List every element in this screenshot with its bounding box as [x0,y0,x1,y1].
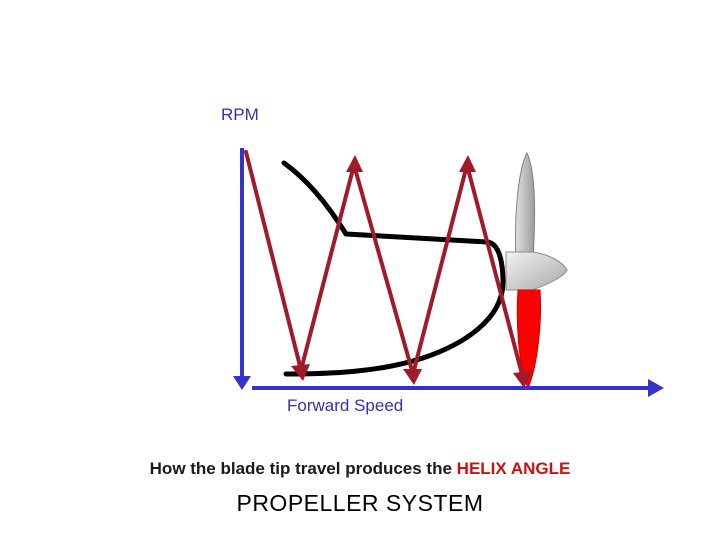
helix-segment-2 [299,163,356,372]
helix-arrowheads [291,155,532,388]
helix-segment-3 [352,163,415,376]
blade-path-curve [281,160,506,377]
helix-path [244,150,525,380]
x-axis-label: Forward Speed [287,396,404,415]
y-axis-arrowhead [233,376,251,390]
caption: How the blade tip travel produces the HE… [0,459,720,479]
helix-arrowhead-4 [459,155,476,172]
helix-segment-1 [244,150,303,372]
caption-text: How the blade tip travel produces the [149,459,452,478]
helix-arrowhead-5 [513,371,532,388]
helix-arrowhead-2 [346,155,363,172]
helix-segment-5 [465,163,525,380]
propeller-blade-upper [515,151,536,259]
propeller-hub [505,251,568,291]
helix-arrowhead-1 [291,364,310,381]
helix-arrowhead-3 [403,369,422,385]
slide-title: PROPELLER SYSTEM [236,490,484,516]
y-axis-label: RPM [221,105,259,124]
x-axis-arrowhead [648,379,664,397]
helix-segment-4 [411,163,469,376]
caption-highlight: HELIX ANGLE [456,459,571,478]
